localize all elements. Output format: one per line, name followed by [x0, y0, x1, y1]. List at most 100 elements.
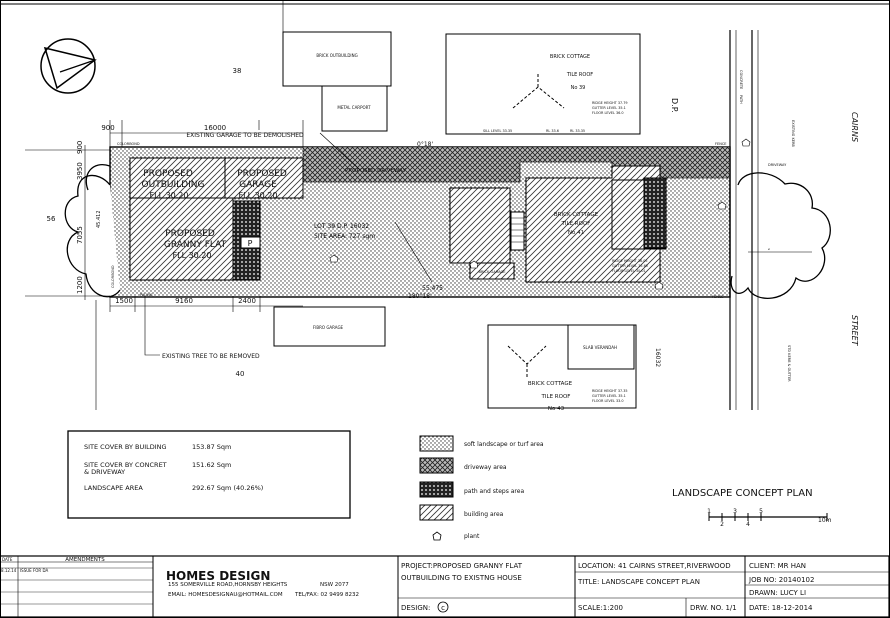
outbuilding-label-3: FLL 30.20 — [150, 191, 189, 200]
path-label: PATH — [739, 95, 743, 104]
tb-title: TITLE: LANDSCAPE CONCEPT PLAN — [577, 578, 700, 586]
dp-label: D.P. — [670, 98, 679, 113]
tb-amend-date: 8.12.14 — [1, 568, 17, 573]
outbuilding-label-2: OUTBUILDING — [142, 180, 205, 190]
garage-label-1: PROPOSED — [237, 169, 287, 179]
cottage-label-2: TILE ROOF — [561, 221, 591, 227]
stat-value: 151.62 Sqm — [192, 461, 231, 469]
colorbond-2: COLORBOND — [111, 265, 115, 288]
dim-900: 900 — [101, 124, 114, 132]
lot-info-2: SITE AREA: 727 sqm — [314, 233, 375, 240]
site-stats-box — [67, 430, 351, 519]
concrete-label: CONCRETE — [739, 70, 743, 89]
gutter-39-label: GUTTER LEVEL 35.1 — [592, 106, 626, 110]
stat-value: 153.87 Sqm — [192, 443, 231, 451]
garage-label-2: GARAGE — [239, 180, 277, 190]
dim-900-vert: 900 — [76, 141, 84, 154]
brick-garage-label: BRICK GARAGE — [478, 270, 506, 274]
north-arrow-icon — [40, 38, 97, 94]
tree-note: ⌀ — [768, 247, 770, 251]
legend-label-3: path and steps area — [464, 488, 524, 495]
fibro-garage — [273, 306, 386, 347]
lot-dp-label: 16032 — [654, 348, 661, 367]
lot-info-1: LOT 39 D.P. 16032 — [314, 223, 369, 230]
brick-cottage-39 — [445, 33, 641, 135]
slab-verandah-label: SLAB VERANDAH — [583, 345, 617, 350]
scale-label-2: 2 — [720, 521, 724, 528]
cottage-label-3: No 41 — [568, 230, 584, 236]
garage-label-3: FLL 30.20 — [239, 191, 278, 200]
proposed-driveway-label: PROPOSED DRIVEWAY — [345, 168, 406, 174]
paling: PALING — [140, 293, 153, 297]
scale-label-10m: 10m — [818, 517, 832, 524]
ridge-39-label: RIDGE HEIGHT 37.79 — [592, 101, 628, 105]
existing-kerb-label: EXISTING KERB — [791, 120, 795, 147]
cottage-level-1: RIDGE HEIGHT 36.05 — [612, 259, 648, 263]
scale-label-3: 3 — [733, 508, 737, 515]
tb-job-no: JOB NO: 20140102 — [748, 576, 814, 584]
tile-roof-39-label: TILE ROOF — [566, 72, 593, 78]
dim-7055: 7055 — [76, 226, 84, 244]
cottage-level-2: GUTTER LEVEL 35.65 — [612, 264, 648, 268]
cairns-label: CAIRNS — [850, 112, 859, 142]
proposed-outbuilding-garage — [129, 157, 304, 199]
tb-email: EMAIL: HOMESDESIGNAU@HOTMAIL.COM — [168, 592, 283, 598]
plant-icon — [432, 531, 442, 541]
dim-9160: 9160 — [175, 297, 193, 305]
dim-16000: 16000 — [204, 124, 226, 132]
bearing: 55.475 — [422, 285, 443, 292]
lot-38-label: 38 — [233, 67, 242, 75]
tb-drw-no: DRW. NO. 1/1 — [690, 604, 737, 612]
brick-cottage-43-label: BRICK COTTAGE — [528, 381, 573, 387]
existing-garage-note: EXISTING GARAGE TO BE DEMOLISHED — [186, 132, 304, 139]
dim-3950: 3950 — [76, 162, 84, 180]
cottage-label-1: BRICK COTTAGE — [554, 212, 599, 218]
dim-2400: 2400 — [238, 297, 256, 305]
svg-text:P: P — [248, 239, 253, 248]
fence-2: FENCE — [712, 295, 724, 299]
stat-label: LANDSCAPE AREA — [84, 484, 143, 492]
angle-1: 0°18' — [417, 141, 433, 148]
plan-title: LANDSCAPE CONCEPT PLAN — [672, 488, 813, 499]
legend-swatch-hatch — [419, 504, 454, 521]
tb-project-1: PROJECT:PROPOSED GRANNY FLAT — [401, 562, 523, 570]
floor-39-label: FLOOR LEVEL 36.0 — [592, 111, 624, 115]
legend-label-5: plant — [464, 533, 480, 540]
proposed-granny-flat — [129, 197, 234, 281]
gutter-43-label: GUTTER LEVEL 35.1 — [592, 394, 626, 398]
lot-40-label: 40 — [236, 370, 245, 378]
street-label: STREET — [850, 315, 859, 347]
existing-brick-garage — [449, 187, 511, 264]
cottage-steps — [643, 177, 667, 249]
metal-carport — [321, 85, 388, 132]
svg-text:c: c — [441, 604, 445, 612]
legend-swatch-dots — [419, 435, 454, 452]
tb-location: LOCATION: 41 CAIRNS STREET,RIVERWOOD — [578, 562, 731, 570]
dim-1500: 1500 — [115, 297, 133, 305]
no-39-label: No 39 — [571, 85, 586, 91]
fence-1: FENCE — [715, 142, 727, 146]
legend: soft landscape or turf area driveway are… — [419, 435, 544, 541]
floor-43-label: FLOOR LEVEL 33.0 — [592, 399, 624, 403]
title-block: DATE AMENDMENTS 8.12.14 ISSUE FOR DA HOM… — [0, 555, 890, 618]
angle-2: 180°18' — [408, 293, 432, 300]
cottage-level-3: FLOOR LEVEL 30.01 — [612, 269, 646, 273]
proposed-driveway-area — [302, 146, 731, 183]
legend-label-2: driveway area — [464, 464, 507, 471]
tb-scale: SCALE:1:200 — [578, 604, 623, 612]
street-tree-right — [730, 172, 831, 299]
sill-1-label: SILL LEVEL 33.35 — [483, 129, 512, 133]
outbuilding-label-1: PROPOSED — [143, 169, 193, 179]
dim-45412: 45.412 — [96, 211, 102, 229]
scale-label-1: 1 — [707, 508, 711, 515]
existing-tree-note: EXISTING TREE TO BE REMOVED — [162, 353, 260, 360]
granny-flat-label-2: GRANNY FLAT — [164, 240, 227, 250]
granny-flat-label-1: PROPOSED — [165, 229, 215, 239]
existing-tree-left — [64, 174, 121, 298]
brick-cottage-39-label: BRICK COTTAGE — [550, 54, 590, 60]
legend-swatch-crosshatch — [419, 457, 454, 474]
brick-cottage-43 — [487, 324, 637, 409]
lot-56-label: 56 — [47, 215, 56, 223]
metal-carport-label: METAL CARPORT — [337, 105, 371, 110]
